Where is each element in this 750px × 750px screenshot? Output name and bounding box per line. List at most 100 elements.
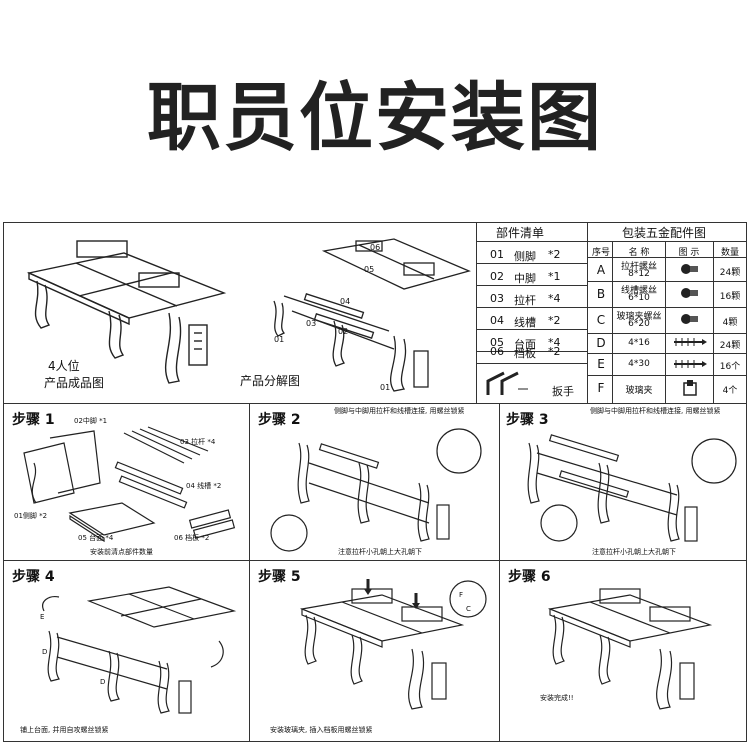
step-4-drawing (42, 586, 237, 714)
hardware-row-name: 线槽螺丝 (620, 286, 657, 296)
step-5-label: 步骤 5 (258, 569, 301, 585)
hardware-row-id: B (596, 287, 606, 301)
step-4-part-label: D (100, 678, 106, 686)
step-1-drawing (23, 426, 236, 543)
parts-row-no: 01 (490, 248, 504, 261)
hardware-row-name: 玻璃夹 (625, 386, 653, 396)
hardware-row-size: 6*10 (628, 293, 650, 303)
divider (4, 403, 746, 404)
step-1-caption: 安装前清点部件数量 (90, 548, 153, 556)
hardware-row-id: A (596, 263, 606, 277)
step-2-note: 侧脚与中脚用拉杆和线槽连接, 用螺丝锁紧 (334, 407, 465, 415)
step-1-part-label: 05 台面 *4 (78, 534, 114, 542)
hardware-row-qty: 4个 (722, 386, 738, 396)
step-5-part-label: C (466, 605, 471, 613)
step-5-caption: 安装玻璃夹, 插入档板用螺丝锁紧 (270, 726, 373, 734)
step-1-part-label: 04 线槽 *2 (186, 482, 222, 490)
step-1-part-label: 02中脚 *1 (74, 417, 108, 425)
exploded-label: 02 (338, 327, 349, 336)
exploded-label: 04 (340, 297, 351, 306)
parts-row-no: 04 (490, 314, 504, 327)
parts-row-no: 05 (490, 336, 504, 349)
parts-row-qty: *4 (548, 336, 561, 349)
parts-row-name: 拉杆 (514, 294, 536, 307)
step-6-drawing (547, 588, 713, 710)
hardware-row-name: 4*30 (628, 359, 650, 369)
hardware-row-id: F (597, 381, 605, 395)
step-3-drawing (527, 434, 737, 542)
hardware-row-qty: 24颗 (719, 268, 741, 278)
step-4-part-label: D (42, 648, 48, 656)
bolt-icon (681, 288, 698, 298)
step-3-label: 步骤 3 (506, 412, 549, 428)
exploded-caption: 产品分解图 (240, 374, 301, 388)
exploded-label: 03 (306, 319, 317, 328)
page-title: 职员位安装图 (147, 75, 603, 161)
parts-list-header: 部件清单 (496, 226, 545, 240)
hardware-row-qty: 24颗 (719, 341, 741, 351)
parts-row-qty: *2 (548, 314, 561, 327)
parts-row-qty: *2 (548, 248, 561, 261)
parts-row-name: 线槽 (514, 316, 536, 329)
hardware-row-qty: 4颗 (722, 318, 738, 328)
parts-row-name: 中脚 (514, 272, 536, 285)
divider (4, 560, 746, 561)
hardware-row-id: D (596, 336, 606, 350)
step-5-drawing (299, 579, 487, 710)
divider (499, 403, 500, 741)
step-2-caption: 注意拉杆小孔朝上大孔朝下 (338, 548, 422, 556)
step-2-label: 步骤 2 (258, 412, 301, 428)
bolt-icon (681, 264, 698, 274)
exploded-desk-drawing (273, 238, 471, 392)
hardware-row-qty: 16颗 (719, 292, 741, 302)
parts-row-qty: *2 (548, 345, 561, 358)
step-4-part-label: E (40, 613, 45, 621)
step-6-caption: 安装完成!! (540, 694, 574, 702)
step-6-label: 步骤 6 (508, 569, 551, 585)
hardware-col-header: 名 称 (628, 248, 650, 258)
hardware-row-id: E (597, 357, 605, 371)
parts-row-no: 02 (490, 270, 504, 283)
wrench-icon (486, 371, 528, 395)
parts-row-name: 台面 (514, 338, 536, 351)
hardware-col-header: 数量 (720, 248, 739, 258)
exploded-label: 01 (380, 383, 391, 392)
parts-row-qty: *1 (548, 270, 561, 283)
divider (476, 223, 477, 403)
hardware-row-id: C (596, 313, 606, 327)
screw-icon (674, 338, 707, 346)
tool-label: 扳手 (552, 385, 574, 398)
hardware-row-qty: 16个 (719, 362, 741, 372)
step-5-part-label: F (459, 591, 464, 599)
assembled-caption-2: 产品成品图 (44, 376, 105, 390)
hardware-header: 包装五金配件图 (622, 226, 707, 240)
step-3-note: 侧脚与中脚用拉杆和线槽连接, 用螺丝锁紧 (590, 407, 721, 415)
step-4-label: 步骤 4 (12, 569, 55, 585)
hardware-row-size: 6*20 (628, 319, 650, 329)
step-1-part-label: 03 拉杆 *4 (180, 438, 216, 446)
hardware-col-header: 图 示 (678, 248, 700, 258)
parts-row-qty: *4 (548, 292, 561, 305)
step-1-part-label: 06 档板 *2 (174, 534, 210, 542)
hardware-row-name: 玻璃夹螺丝 (616, 312, 662, 322)
divider (587, 223, 588, 403)
hardware-col-header: 序号 (591, 248, 610, 258)
step-4-caption: 铺上台面, 并用自攻螺丝锁紧 (20, 726, 109, 734)
exploded-label: 05 (364, 265, 375, 274)
assembled-desk-drawing (26, 240, 227, 384)
screw-icon (674, 360, 707, 368)
step-1-label: 步骤 1 (12, 412, 55, 428)
hardware-row-name: 4*16 (628, 338, 650, 348)
instruction-sheet: 4人位 产品成品图 06 05 04 03 02 01 01 产品分解图 部件清… (3, 222, 747, 742)
assembled-caption-1: 4人位 (48, 359, 80, 373)
divider (249, 403, 250, 741)
exploded-label: 01 (274, 335, 285, 344)
hardware-row-size: 8*12 (628, 269, 650, 279)
parts-row-name: 侧脚 (514, 250, 536, 263)
step-2-drawing (270, 428, 482, 552)
exploded-label: 06 (370, 243, 381, 252)
parts-row-no: 06 (490, 345, 504, 358)
clip-icon (683, 380, 697, 396)
parts-row-name: 档板 (514, 347, 536, 360)
step-3-caption: 注意拉杆小孔朝上大孔朝下 (592, 548, 676, 556)
